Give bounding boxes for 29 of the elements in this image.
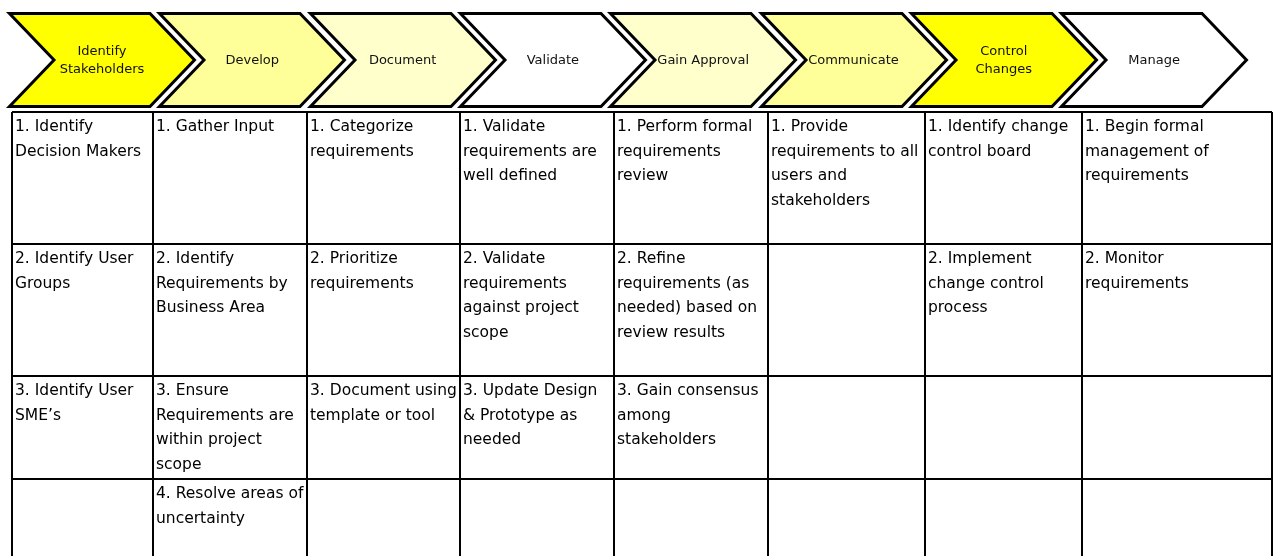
stage-label: Communicate — [807, 51, 900, 69]
table-cell-text: 3. Update Design & Prototype as needed — [462, 380, 599, 450]
table-cell-text: 2. Refine requirements (as needed) based on review results — [616, 248, 759, 343]
table-cell-text: 1. Categorize requirements — [309, 116, 415, 162]
table-cell-text: 3. Identify User SME’s — [14, 380, 135, 426]
stage-label: Control Changes — [974, 42, 1034, 78]
stage-label: Validate — [525, 51, 581, 69]
table-cell-text: 2. Identify Requirements by Business Area — [155, 248, 289, 318]
table-cell-text: 2. Identify User Groups — [14, 248, 135, 294]
table-cell-text: 1. Provide requirements to all users and stakeholders — [770, 116, 920, 211]
table-cell-text: 1. Validate requirements are well defined — [462, 116, 598, 186]
table-cell-text: 1. Perform formal requirements review — [616, 116, 754, 186]
stage-label: Gain Approval — [656, 51, 751, 69]
table-cell-text: 2. Prioritize requirements — [309, 248, 415, 294]
table-cell-text: 1. Gather Input — [155, 116, 276, 137]
table-cell-text: 2. Validate requirements against project scope — [462, 248, 580, 343]
table-cell-text: 1. Begin formal management of requirements — [1084, 116, 1210, 186]
table-cell-text: 3. Ensure Requirements are within project scope — [155, 380, 295, 475]
stage-label: Develop — [224, 51, 281, 69]
table-cell-text: 3. Document using template or tool — [309, 380, 458, 426]
stage-label: Manage — [1127, 51, 1181, 69]
table-cell-text: 1. Identify change control board — [927, 116, 1070, 162]
table-cell-text: 1. Identify Decision Makers — [14, 116, 143, 162]
stage-label: Identify Stakeholders — [58, 42, 146, 78]
table-cell-text: 3. Gain consensus among stakeholders — [616, 380, 760, 450]
table-cell-text: 2. Monitor requirements — [1084, 248, 1190, 294]
table-cell-text: 2. Implement change control process — [927, 248, 1045, 318]
stage-label: Document — [367, 51, 438, 69]
table-cell-text: 4. Resolve areas of uncertainty — [155, 483, 305, 529]
